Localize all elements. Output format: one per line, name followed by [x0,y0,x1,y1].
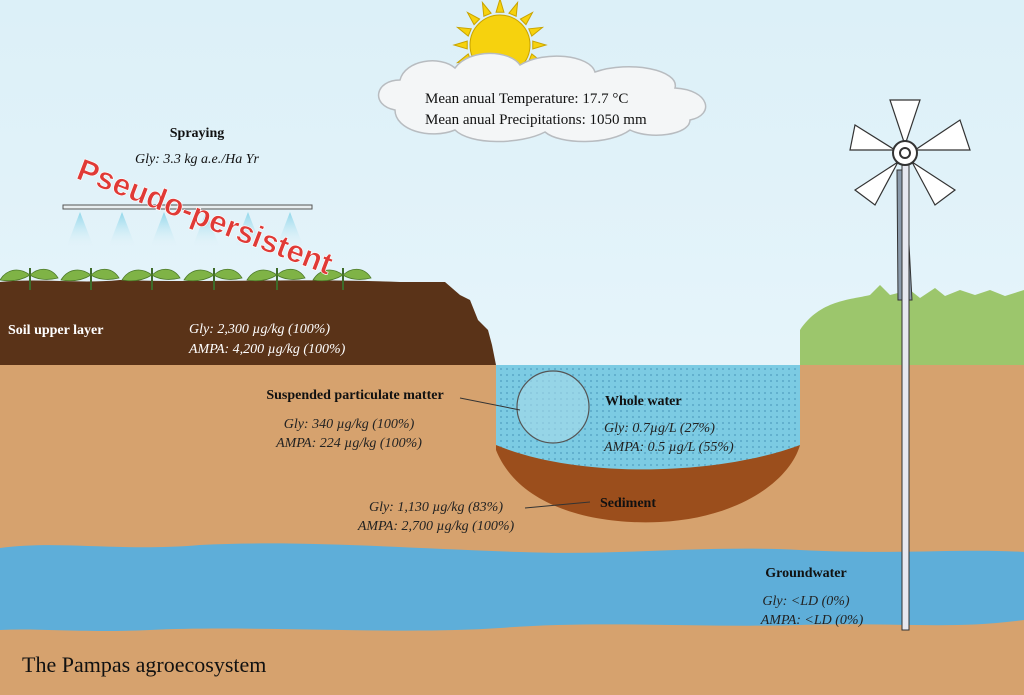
sun-ray [532,40,548,50]
soil-upper-label: Soil upper layer [8,323,103,338]
sediment-label: Sediment [600,496,656,511]
spraying-gly: Gly: 3.3 kg a.e./Ha Yr [135,152,260,167]
soil-upper-gly: Gly: 2,300 µg/kg (100%) [189,322,330,337]
sediment-gly: Gly: 1,130 µg/kg (83%) [369,500,503,515]
grass-bushes [800,285,1024,365]
whole-water-gly: Gly: 0.7µg/L (27%) [604,421,715,436]
temperature-text: Mean anual Temperature: 17.7 °C [425,91,628,107]
spm-label: Suspended particulate matter [266,388,443,403]
groundwater-label: Groundwater [765,566,846,581]
sun-ray [466,11,481,26]
groundwater-ampa: AMPA: <LD (0%) [760,613,864,628]
spraying-title: Spraying [170,126,224,141]
soil-upper-ampa: AMPA: 4,200 µg/kg (100%) [188,342,346,357]
suspended-particle-circle [516,370,590,444]
spm-ampa: AMPA: 224 µg/kg (100%) [275,436,422,451]
sun-ray [528,26,545,37]
windmill-icon [849,99,971,631]
groundwater-band [0,543,1024,631]
plant-icon [246,268,306,290]
sun-ray [481,0,492,17]
diagram-title: The Pampas agroecosystem [22,652,266,677]
plant-icon [121,268,181,290]
crop-plants [0,268,372,290]
plant-icon [0,268,59,290]
spray-cones [66,212,304,248]
whole-water-ampa: AMPA: 0.5 µg/L (55%) [603,440,734,455]
sun-ray [508,0,519,17]
cloud-icon [377,52,707,143]
spm-pointer [459,397,521,411]
sun-ray [495,0,505,13]
spm-gly: Gly: 340 µg/kg (100%) [284,417,415,432]
sun-ray [455,26,472,37]
plant-icon [183,268,243,290]
sediment-pointer [524,501,591,509]
sun-ray [519,11,534,26]
sun-ray [452,40,468,50]
precipitation-text: Mean anual Precipitations: 1050 mm [425,112,647,128]
spray-boom [62,204,313,210]
sediment-ampa: AMPA: 2,700 µg/kg (100%) [357,519,515,534]
plant-icon [60,268,120,290]
groundwater-gly: Gly: <LD (0%) [762,594,850,609]
whole-water-label: Whole water [605,394,682,409]
soil-upper-layer [0,280,496,365]
plant-icon [312,268,372,290]
